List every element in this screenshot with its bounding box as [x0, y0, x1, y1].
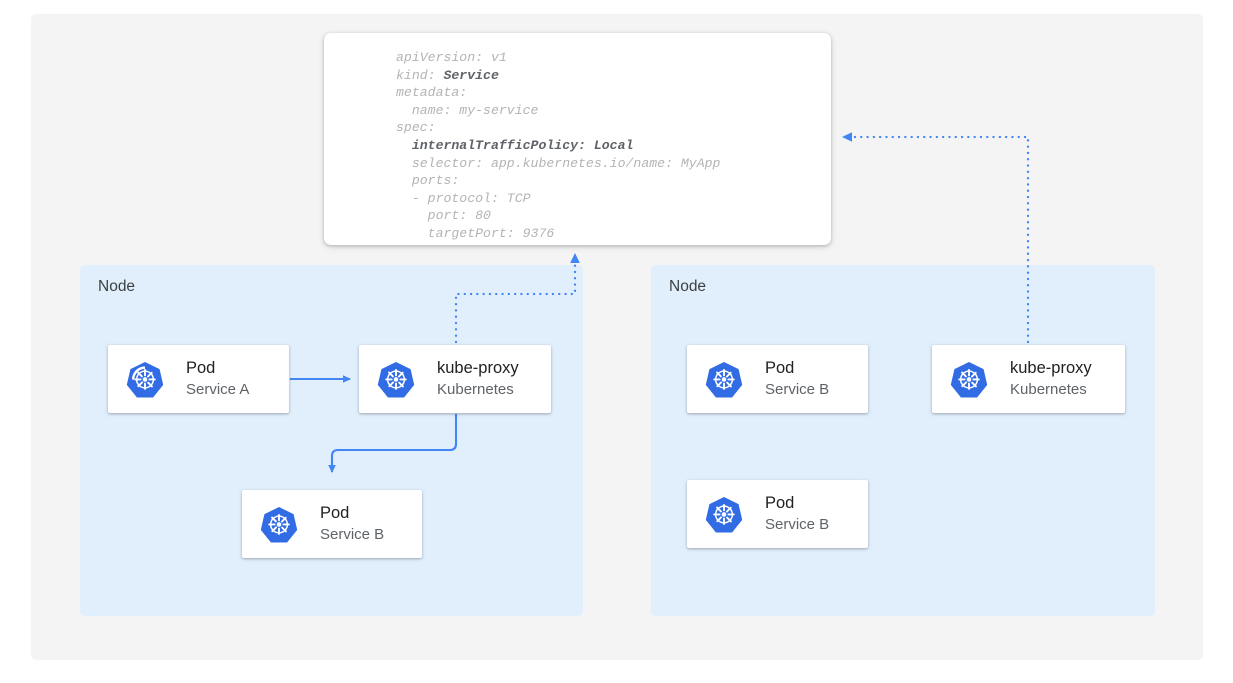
- node-label-left: Node: [98, 278, 136, 295]
- yaml-emphasis: Service: [443, 67, 499, 83]
- yaml-line: kind: Service: [396, 67, 499, 83]
- card-title: Pod: [765, 359, 795, 377]
- yaml-emphasis: internalTrafficPolicy: Local: [411, 137, 634, 153]
- card-subtitle: Kubernetes: [1010, 381, 1087, 398]
- card-text: Pod Service A: [186, 358, 249, 400]
- card-title: kube-proxy: [437, 359, 519, 377]
- card-title: kube-proxy: [1010, 359, 1092, 377]
- card-pod-service-b-right-top[interactable]: Pod Service B: [687, 345, 868, 413]
- card-subtitle: Service B: [765, 381, 830, 398]
- yaml-line: ports:: [396, 173, 460, 189]
- card-text: kube-proxy Kubernetes: [437, 358, 519, 400]
- card-text: kube-proxy Kubernetes: [1010, 358, 1092, 400]
- yaml-line: port: 80: [396, 208, 491, 224]
- kubernetes-icon: [377, 360, 415, 398]
- card-subtitle: Kubernetes: [437, 381, 514, 398]
- yaml-line: targetPort: 9376: [396, 225, 555, 241]
- card-title: Pod: [186, 359, 216, 377]
- card-pod-service-a[interactable]: Pod Service A: [108, 345, 289, 413]
- kubernetes-icon: [705, 360, 743, 398]
- service-manifest-text: apiVersion: v1 kind: Service metadata: nam…: [396, 49, 720, 243]
- node-panel-right: Node: [651, 265, 1155, 616]
- kubernetes-icon: [705, 495, 743, 533]
- kubernetes-icon: [950, 360, 988, 398]
- node-label-right: Node: [669, 278, 707, 295]
- card-pod-service-b-left[interactable]: Pod Service B: [242, 490, 422, 558]
- card-title: Pod: [765, 494, 795, 512]
- service-manifest-card: apiVersion: v1 kind: Service metadata: nam…: [324, 33, 831, 245]
- card-title: Pod: [320, 504, 350, 522]
- yaml-line: internalTrafficPolicy: Local: [396, 137, 720, 155]
- card-text: Pod Service B: [320, 503, 384, 545]
- card-text: Pod Service B: [765, 358, 829, 400]
- card-pod-service-b-right-bottom[interactable]: Pod Service B: [687, 480, 868, 548]
- kubernetes-icon: [260, 505, 298, 543]
- yaml-line: selector: app.kubernetes.io/name: MyApp: [396, 155, 721, 171]
- yaml-line: - protocol: TCP: [396, 190, 531, 206]
- node-panel-left: Node: [80, 265, 583, 616]
- kubernetes-icon: [126, 360, 164, 398]
- yaml-line: apiVersion: v1: [396, 50, 507, 65]
- yaml-line: metadata:: [396, 85, 468, 101]
- yaml-line: spec:: [396, 120, 436, 136]
- card-kube-proxy-right[interactable]: kube-proxy Kubernetes: [932, 345, 1125, 413]
- card-text: Pod Service B: [765, 493, 829, 535]
- card-subtitle: Service B: [320, 526, 385, 543]
- yaml-line: name: my-service: [396, 102, 539, 118]
- card-subtitle: Service A: [186, 381, 250, 398]
- card-kube-proxy-left[interactable]: kube-proxy Kubernetes: [359, 345, 551, 413]
- card-subtitle: Service B: [765, 516, 830, 533]
